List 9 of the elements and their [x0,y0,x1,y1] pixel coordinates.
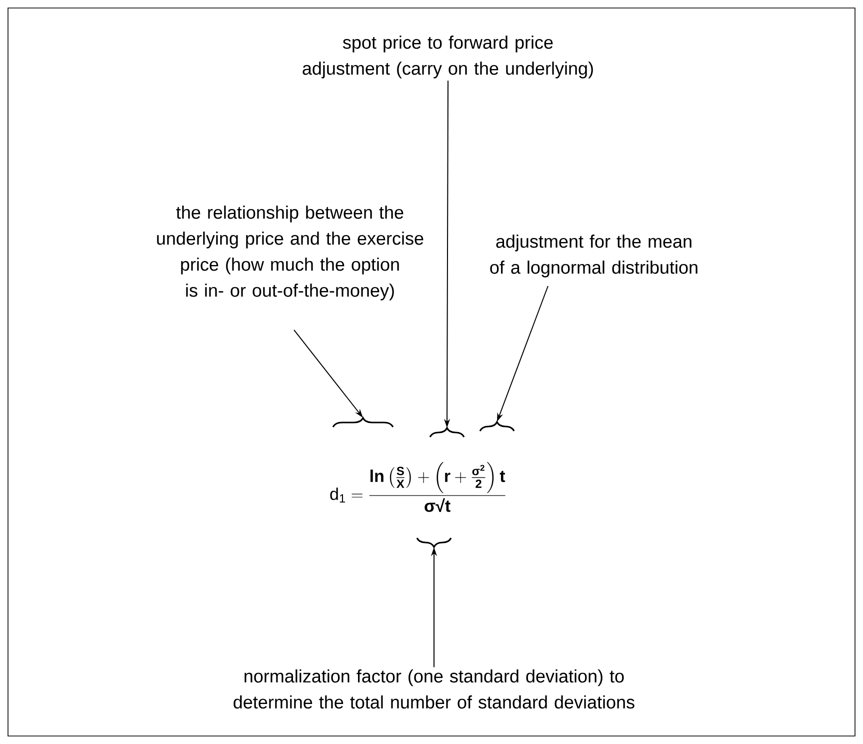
brace [416,538,452,548]
annotation-text: the relationship between the underlying price and the exercise price (how much the option is in- or out-of-the-money) [157,206,424,300]
brace [429,427,465,438]
brace [332,417,394,428]
annotation-text: spot price to forward price adjustment (carry on the underlying) [302,36,593,78]
brace [479,421,515,432]
annotation-text: adjustment for the mean of a lognormal distribution [490,234,698,278]
annotation-text: normalization factor (one standard deviation) to determine the total number of standard deviations [234,669,634,709]
formula: $\text{d}_{\text{1}} = \frac{\textbf{ln}\left(\frac{\textbf{S}}{\textbf{X}}\right) + \left(\textbf{r} + \frac{\textbf{σ}^{\textbf{2}}}{\textbf{2}}\right)\textbf{t}}{\textbf{σ√t}}$ [330,462,506,512]
